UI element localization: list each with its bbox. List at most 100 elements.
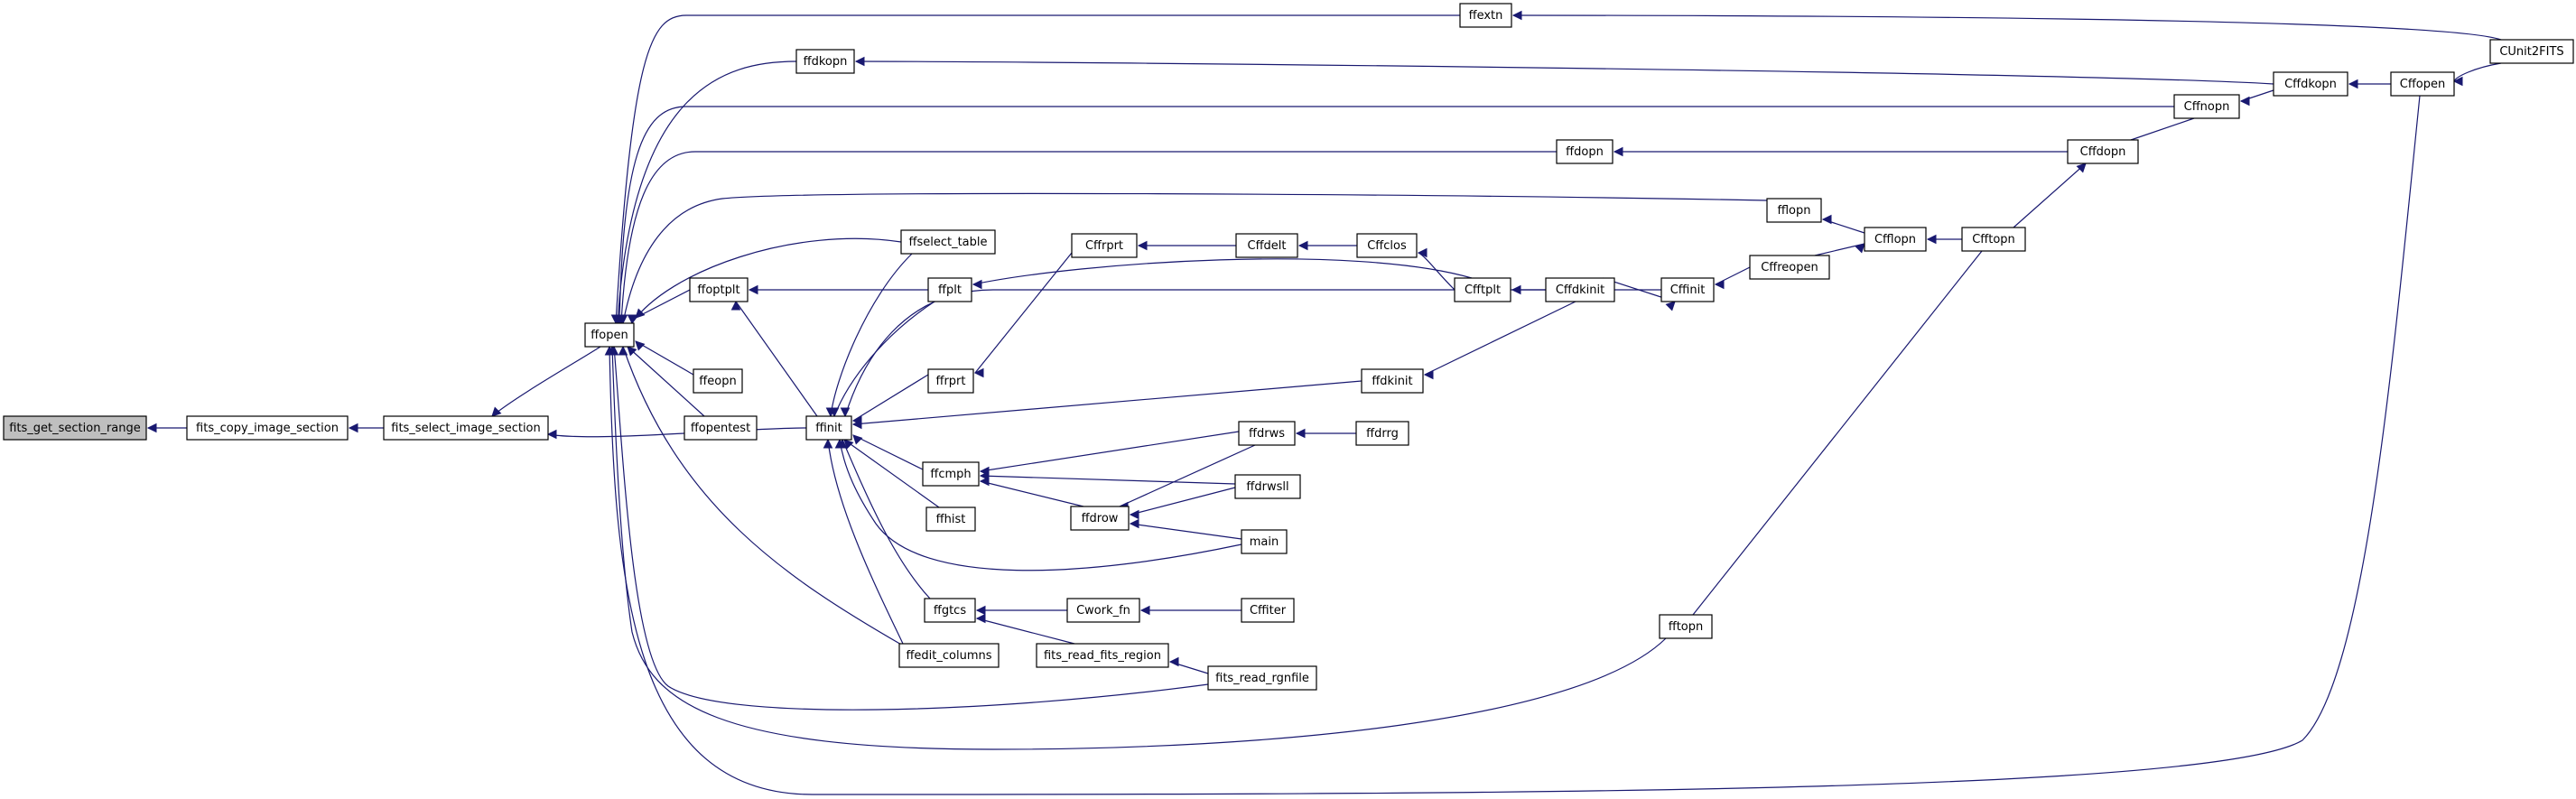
node-label: ffedit_columns	[906, 649, 991, 663]
node-box[interactable]	[2067, 139, 2139, 164]
node-ffdkinit[interactable]: ffdkinit	[1361, 368, 1424, 394]
node-box[interactable]	[2489, 39, 2574, 64]
node-box[interactable]	[1071, 233, 1138, 258]
node-box[interactable]	[927, 368, 974, 394]
node-box[interactable]	[186, 415, 349, 441]
node-cfftopn[interactable]: Cfftopn	[1961, 227, 2026, 252]
edge-Cffopen-to-ffopen	[609, 95, 2421, 795]
node-box[interactable]	[1545, 277, 1615, 302]
node-box[interactable]	[1070, 506, 1130, 531]
node-ffrprt[interactable]: ffrprt	[927, 368, 974, 394]
node-ffopen[interactable]: ffopen	[584, 322, 635, 348]
edge-Cfftopn-to-fftopn	[1692, 250, 1983, 616]
node-label: ffdkopn	[804, 55, 848, 69]
node-box[interactable]	[924, 598, 976, 623]
node-box[interactable]	[2173, 94, 2240, 119]
edge-ffhist-to-ffinit	[843, 439, 940, 508]
node-cfflopn[interactable]: Cfflopn	[1864, 227, 1927, 252]
node-box[interactable]	[898, 643, 1000, 668]
node-box[interactable]	[795, 49, 855, 74]
node-ffdrow[interactable]: ffdrow	[1070, 506, 1130, 531]
node-box[interactable]	[1066, 598, 1140, 623]
node-fits-get-section-range[interactable]: fits_get_section_range	[3, 415, 147, 441]
node-box[interactable]	[1036, 643, 1169, 668]
node-box[interactable]	[1454, 277, 1511, 302]
node-cffdkinit[interactable]: Cffdkinit	[1545, 277, 1615, 302]
node-cffdkopn[interactable]: Cffdkopn	[2273, 71, 2348, 97]
node-cfftplt[interactable]: Cfftplt	[1454, 277, 1511, 302]
node-box[interactable]	[1356, 233, 1418, 258]
node-cffclos[interactable]: Cffclos	[1356, 233, 1418, 258]
node-box[interactable]	[1961, 227, 2026, 252]
node-cwork-fn[interactable]: Cwork_fn	[1066, 598, 1140, 623]
node-ffdrwsll[interactable]: ffdrwsll	[1234, 474, 1301, 499]
node-ffopentest[interactable]: ffopentest	[684, 415, 758, 441]
node-ffselect-table[interactable]: ffselect_table	[900, 229, 996, 255]
node-box[interactable]	[1355, 421, 1409, 446]
node-box[interactable]	[1660, 277, 1715, 302]
node-main[interactable]: main	[1241, 529, 1288, 554]
node-box[interactable]	[922, 461, 980, 487]
node-box[interactable]	[1659, 614, 1713, 639]
node-ffcmph[interactable]: ffcmph	[922, 461, 980, 487]
node-cffdelt[interactable]: Cffdelt	[1235, 233, 1298, 258]
node-cffopen[interactable]: Cffopen	[2390, 71, 2455, 97]
node-ffdrrg[interactable]: ffdrrg	[1355, 421, 1409, 446]
node-box[interactable]	[805, 415, 852, 441]
node-box[interactable]	[684, 415, 758, 441]
node-ffoptplt[interactable]: ffoptplt	[689, 277, 749, 302]
node-label: ffgtcs	[934, 604, 966, 618]
edge-ffrprt-to-ffinit	[852, 374, 929, 422]
node-fits-read-rgnfile[interactable]: fits_read_rgnfile	[1207, 665, 1317, 691]
node-box[interactable]	[1749, 255, 1830, 280]
node-cffinit[interactable]: Cffinit	[1660, 277, 1715, 302]
node-box[interactable]	[383, 415, 549, 441]
node-box[interactable]	[1234, 474, 1301, 499]
edge-Cffinit-to-ffinit	[844, 289, 1661, 417]
node-fits-select-image-section[interactable]: fits_select_image_section	[383, 415, 549, 441]
node-ffeopn[interactable]: ffeopn	[693, 368, 743, 394]
arrowhead	[1511, 284, 1521, 295]
node-box[interactable]	[925, 506, 976, 532]
node-box[interactable]	[689, 277, 749, 302]
node-ffdopn[interactable]: ffdopn	[1556, 139, 1613, 164]
node-box[interactable]	[1238, 421, 1296, 446]
node-ffgtcs[interactable]: ffgtcs	[924, 598, 976, 623]
node-box[interactable]	[693, 368, 743, 394]
node-fits-copy-image-section[interactable]: fits_copy_image_section	[186, 415, 349, 441]
node-box[interactable]	[1556, 139, 1613, 164]
node-box[interactable]	[1241, 598, 1295, 623]
node-box[interactable]	[900, 229, 996, 255]
node-box[interactable]	[2390, 71, 2455, 97]
node-fflopn[interactable]: fflopn	[1766, 198, 1822, 223]
node-box[interactable]	[3, 415, 147, 441]
node-fits-read-fits-region[interactable]: fits_read_fits_region	[1036, 643, 1169, 668]
node-fftopn[interactable]: fftopn	[1659, 614, 1713, 639]
node-box[interactable]	[1235, 233, 1298, 258]
node-box[interactable]	[1766, 198, 1822, 223]
node-ffhist[interactable]: ffhist	[925, 506, 976, 532]
edge-Cffdkopn-to-ffdkopn	[855, 60, 2274, 85]
node-box[interactable]	[1361, 368, 1424, 394]
node-label: ffextn	[1469, 9, 1503, 23]
node-box[interactable]	[1459, 3, 1512, 28]
node-ffedit-columns[interactable]: ffedit_columns	[898, 643, 1000, 668]
node-cffrprt[interactable]: Cffrprt	[1071, 233, 1138, 258]
node-cunit2fits[interactable]: CUnit2FITS	[2489, 39, 2574, 64]
node-box[interactable]	[927, 277, 972, 302]
node-box[interactable]	[584, 322, 635, 348]
node-box[interactable]	[1241, 529, 1288, 554]
node-ffdrws[interactable]: ffdrws	[1238, 421, 1296, 446]
node-box[interactable]	[1864, 227, 1927, 252]
node-ffdkopn[interactable]: ffdkopn	[795, 49, 855, 74]
node-box[interactable]	[1207, 665, 1317, 691]
node-cffreopen[interactable]: Cffreopen	[1749, 255, 1830, 280]
node-ffinit[interactable]: ffinit	[805, 415, 852, 441]
node-box[interactable]	[2273, 71, 2348, 97]
node-cffnopn[interactable]: Cffnopn	[2173, 94, 2240, 119]
node-ffplt[interactable]: ffplt	[927, 277, 972, 302]
node-cffdopn[interactable]: Cffdopn	[2067, 139, 2139, 164]
edge-ffeopn-to-ffopen	[635, 340, 694, 376]
node-cffiter[interactable]: Cffiter	[1241, 598, 1295, 623]
node-ffextn[interactable]: ffextn	[1459, 3, 1512, 28]
